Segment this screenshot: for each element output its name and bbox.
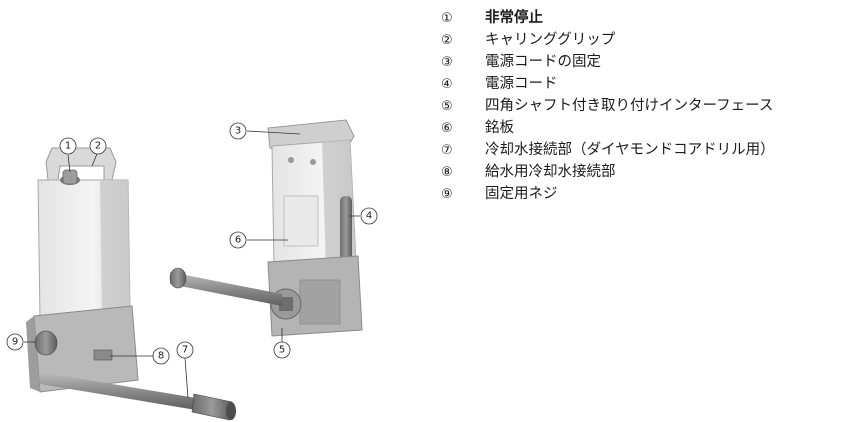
callout-9-number: 9	[12, 337, 18, 348]
legend-item-fixing-screw: ⑨ 固定用ネジ	[441, 183, 775, 205]
callout-8: 8	[152, 347, 170, 365]
legend-label: 電源コードの固定	[485, 54, 601, 70]
callout-6: 6	[229, 231, 247, 249]
legend-item-coolant-connection-drill: ⑦ 冷却水接続部（ダイヤモンドコアドリル用）	[441, 139, 775, 161]
callout-2-number: 2	[95, 141, 101, 152]
legend-number: ①	[441, 11, 453, 26]
callout-3-number: 3	[235, 126, 241, 137]
legend-label: 四角シャフト付き取り付けインターフェース	[485, 98, 774, 114]
legend-number: ③	[441, 55, 453, 70]
legend-label: 固定用ネジ	[485, 186, 558, 202]
callout-6-number: 6	[235, 235, 241, 246]
legend-label: キャリンググリップ	[485, 32, 616, 48]
legend-label: 非常停止	[485, 10, 543, 26]
callout-2: 2	[89, 137, 107, 155]
callout-4-number: 4	[366, 211, 372, 222]
callout-8-number: 8	[158, 351, 164, 362]
legend-number: ⑥	[441, 121, 453, 136]
callout-5: 5	[273, 341, 291, 359]
callout-3: 3	[229, 122, 247, 140]
callout-7-number: 7	[182, 345, 188, 356]
legend-label: 冷却水接続部（ダイヤモンドコアドリル用）	[485, 142, 775, 158]
leader-lines	[24, 130, 360, 399]
callout-4: 4	[360, 207, 378, 225]
legend-item-emergency-stop: ① 非常停止	[441, 7, 775, 29]
callout-1: 1	[59, 137, 77, 155]
legend-number: ④	[441, 77, 453, 92]
legend-item-power-cord: ④ 電源コード	[441, 73, 775, 95]
callout-5-number: 5	[279, 345, 285, 356]
legend-number: ⑨	[441, 187, 453, 202]
legend-number: ⑧	[441, 165, 453, 180]
legend-number: ②	[441, 33, 453, 48]
legend-number: ⑦	[441, 143, 453, 158]
legend-label: 電源コード	[485, 76, 558, 92]
parts-legend: ① 非常停止 ② キャリンググリップ ③ 電源コードの固定 ④ 電源コード ⑤ 四角シャフ…	[441, 7, 775, 205]
legend-item-nameplate: ⑥ 銘板	[441, 117, 775, 139]
legend-item-cord-fixing: ③ 電源コードの固定	[441, 51, 775, 73]
legend-item-square-shaft-interface: ⑤ 四角シャフト付き取り付けインターフェース	[441, 95, 775, 117]
device-illustration: 1 2 3 4 5 6 7 8 9	[6, 119, 378, 421]
legend-item-coolant-supply-connection: ⑧ 給水用冷却水接続部	[441, 161, 775, 183]
legend-number: ⑤	[441, 99, 453, 114]
legend-label: 銘板	[485, 120, 514, 136]
legend-item-carrying-grip: ② キャリンググリップ	[441, 29, 775, 51]
left-device	[26, 147, 236, 421]
legend-label: 給水用冷却水接続部	[485, 164, 616, 180]
right-device	[169, 119, 363, 337]
callout-7: 7	[176, 341, 194, 359]
callout-1-number: 1	[65, 141, 71, 152]
callout-9: 9	[6, 333, 24, 351]
